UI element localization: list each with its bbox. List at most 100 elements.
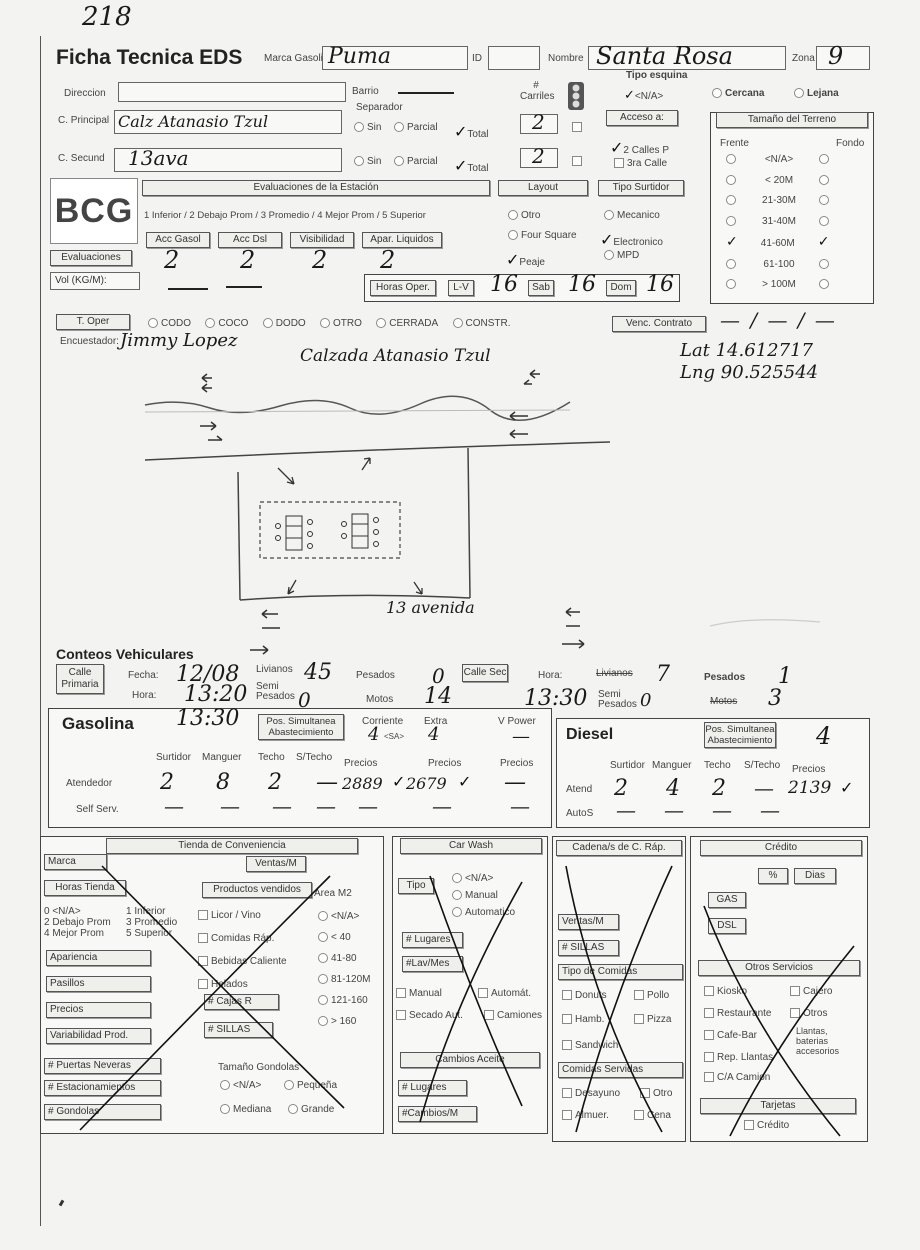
layout-button[interactable]: Layout — [498, 180, 588, 196]
gondolas-mediana[interactable]: Mediana — [220, 1104, 271, 1115]
tamano-row[interactable]: <N/A> — [726, 150, 866, 171]
id-field[interactable] — [488, 46, 540, 70]
cprincipal-field[interactable] — [114, 110, 342, 134]
tipo-esquina-opt-na[interactable]: ✓<N/A> — [624, 88, 664, 103]
diesel-pos-button[interactable]: Pos. Simultanea Abastecimiento — [704, 722, 776, 748]
area-opt[interactable]: 121-160 — [318, 990, 370, 1011]
toper-otro[interactable]: OTRO — [320, 318, 362, 329]
csecund-field[interactable] — [114, 148, 342, 172]
gas-pos-button[interactable]: Pos. Simultanea Abastecimiento — [258, 714, 344, 740]
carwash-tipo[interactable]: Tipo — [398, 878, 434, 894]
tienda-horas[interactable]: Horas Tienda — [44, 880, 126, 896]
tamano-row[interactable]: > 100M — [726, 275, 866, 296]
zona-field[interactable] — [816, 46, 870, 70]
area-opt[interactable]: < 40 — [318, 927, 370, 948]
carriles-p-field[interactable] — [520, 114, 558, 134]
carwash-secado[interactable]: Secado Aut. — [396, 1010, 463, 1021]
otros-rep-llantas[interactable]: Rep. Llantas — [704, 1052, 773, 1063]
prod-licor[interactable]: Licor / Vino — [198, 904, 287, 927]
nombre-field[interactable] — [588, 46, 786, 70]
gondolas-grande[interactable]: Grande — [288, 1104, 334, 1115]
tienda-variabilidad[interactable]: Variabilidad Prod. — [46, 1028, 151, 1044]
toper-dodo[interactable]: DODO — [262, 318, 306, 329]
cadena-cena[interactable]: Cena — [634, 1110, 671, 1121]
tamano-row[interactable]: 61-100 — [726, 255, 866, 276]
otros-kiosko[interactable]: Kiosko — [704, 986, 747, 997]
sep-s-parcial[interactable]: Parcial — [394, 156, 438, 167]
tarjetas-button[interactable]: Tarjetas — [700, 1098, 856, 1114]
surtidor-electronico[interactable]: ✓Electronico — [600, 230, 663, 249]
carwash-camiones[interactable]: Camiones — [484, 1010, 542, 1021]
toper-cerrada[interactable]: CERRADA — [376, 318, 438, 329]
cadena-otro[interactable]: Otro — [640, 1088, 672, 1099]
horas-oper-button[interactable]: Horas Oper. — [370, 280, 436, 296]
carriles-s-check[interactable] — [572, 152, 585, 170]
tipo-esquina-opt-cercana[interactable]: Cercana — [712, 88, 764, 99]
carwash-manual[interactable]: Manual — [396, 988, 442, 999]
area-opt[interactable]: <N/A> — [318, 906, 370, 927]
area-opt[interactable]: > 160 — [318, 1011, 370, 1032]
cadena-sillas[interactable]: # SILLAS — [558, 940, 619, 956]
cadena-pollo[interactable]: Pollo — [634, 990, 669, 1001]
cadena-desayuno[interactable]: Desayuno — [562, 1088, 620, 1099]
calle-sec-button[interactable]: Calle Sec — [462, 664, 508, 682]
eval-acc-gasol[interactable]: Acc Gasol — [146, 232, 210, 248]
cadena-hamb[interactable]: Hamb. — [562, 1014, 604, 1025]
prod-helados[interactable]: Helados — [198, 973, 287, 996]
area-opt[interactable]: 41-80 — [318, 948, 370, 969]
toper-button[interactable]: T. Oper — [56, 314, 130, 330]
carwash-tipo-opt[interactable]: <N/A> — [452, 870, 515, 887]
acceso-button[interactable]: Acceso a: — [606, 110, 678, 126]
gondolas-na[interactable]: <N/A> — [220, 1080, 261, 1091]
calle-primaria-button[interactable]: Calle Primaria — [56, 664, 104, 694]
carwash-tipo-opt[interactable]: Manual — [452, 887, 515, 904]
cadena-donuts[interactable]: Donuts — [562, 990, 607, 1001]
tipo-surtidor-button[interactable]: Tipo Surtidor — [598, 180, 684, 196]
otros-ca-camion[interactable]: C/A Camion — [704, 1072, 770, 1083]
acceso-2calles[interactable]: ✓2 Calles P — [610, 138, 669, 157]
tienda-precios[interactable]: Precios — [46, 1002, 151, 1018]
tienda-ventas[interactable]: Ventas/M — [246, 856, 306, 872]
eval-acc-dsl[interactable]: Acc Dsl — [218, 232, 282, 248]
tamano-row[interactable]: 21-30M — [726, 191, 866, 212]
credito-checkbox[interactable]: Crédito — [744, 1120, 789, 1131]
evaluaciones-button[interactable]: Evaluaciones — [50, 250, 132, 266]
tienda-marca[interactable]: Marca — [44, 854, 107, 870]
prod-bebidas[interactable]: Bebidas Caliente — [198, 950, 287, 973]
cadena-sandwich[interactable]: Sandwich — [562, 1040, 618, 1051]
otros-restaurante[interactable]: Restaurante — [704, 1008, 771, 1019]
cadena-ventas[interactable]: Ventas/M — [558, 914, 619, 930]
sep-s-total[interactable]: ✓Total — [454, 156, 489, 175]
credito-dias[interactable]: Dias — [794, 868, 836, 884]
tamano-row[interactable]: ✓41-60M✓ — [726, 234, 830, 250]
sep-p-parcial[interactable]: Parcial — [394, 122, 438, 133]
sep-s-sin[interactable]: Sin — [354, 156, 381, 167]
layout-peaje[interactable]: ✓Peaje — [506, 250, 545, 269]
toper-coco[interactable]: COCO — [205, 318, 248, 329]
toper-constr[interactable]: CONSTR. — [452, 318, 511, 329]
tienda-productos[interactable]: Productos vendidos — [202, 882, 312, 898]
credito-pct[interactable]: % — [758, 868, 788, 884]
layout-otro[interactable]: Otro — [508, 210, 540, 221]
cadena-pizza[interactable]: Pizza — [634, 1014, 671, 1025]
tienda-gondolas[interactable]: # Gondolas — [44, 1104, 161, 1120]
sep-p-total[interactable]: ✓Total — [454, 122, 489, 141]
layout-four-square[interactable]: Four Square — [508, 230, 577, 241]
tienda-puertas[interactable]: # Puertas Neveras — [44, 1058, 161, 1074]
carriles-s-field[interactable] — [520, 148, 558, 168]
carwash-tipo-opt[interactable]: Automatico — [452, 904, 515, 921]
surtidor-mecanico[interactable]: Mecanico — [604, 210, 660, 221]
sep-p-sin[interactable]: Sin — [354, 122, 381, 133]
credito-dsl[interactable]: DSL — [708, 918, 746, 934]
carwash-lav[interactable]: #Lav/Mes — [402, 956, 463, 972]
tipo-esquina-opt-lejana[interactable]: Lejana — [794, 88, 839, 99]
tamano-row[interactable]: 31-40M — [726, 212, 866, 233]
surtidor-mpd[interactable]: MPD — [604, 250, 639, 261]
acceso-3ra[interactable]: 3ra Calle — [614, 158, 667, 169]
tienda-pasillos[interactable]: Pasillos — [46, 976, 151, 992]
carwash-lugares[interactable]: # Lugares — [402, 932, 463, 948]
prod-comidas[interactable]: Comidas Ráp. — [198, 927, 287, 950]
carwash-automat[interactable]: Automát. — [478, 988, 531, 999]
area-opt[interactable]: 81-120M — [318, 969, 370, 990]
cambios-m[interactable]: #Cambios/M — [398, 1106, 477, 1122]
